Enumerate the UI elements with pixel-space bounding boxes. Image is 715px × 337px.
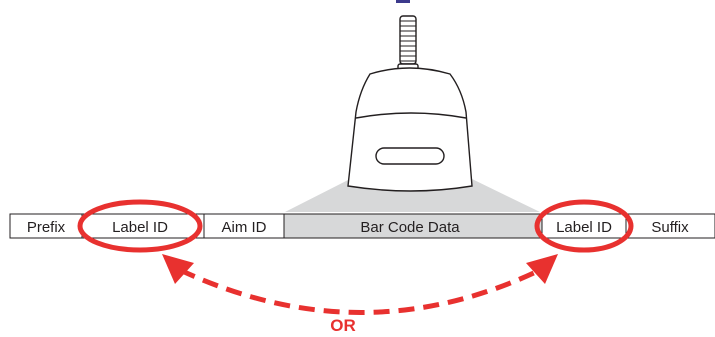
field-label-id-right: Label ID xyxy=(556,219,612,236)
field-suffix: Suffix xyxy=(651,219,689,236)
highlight-ellipse-left xyxy=(77,199,203,253)
field-label-id-left: Label ID xyxy=(112,219,168,236)
double-headed-arrow-icon xyxy=(162,254,558,315)
field-bar-code-data: Bar Code Data xyxy=(360,219,460,236)
handheld-scanner-icon xyxy=(347,15,473,192)
field-aim-id: Aim ID xyxy=(222,219,267,236)
bar-code-data-cell xyxy=(283,213,543,239)
title-fragment xyxy=(396,0,410,3)
field-prefix: Prefix xyxy=(27,219,66,236)
or-label: OR xyxy=(330,316,356,335)
highlight-ellipse-right xyxy=(534,199,634,253)
